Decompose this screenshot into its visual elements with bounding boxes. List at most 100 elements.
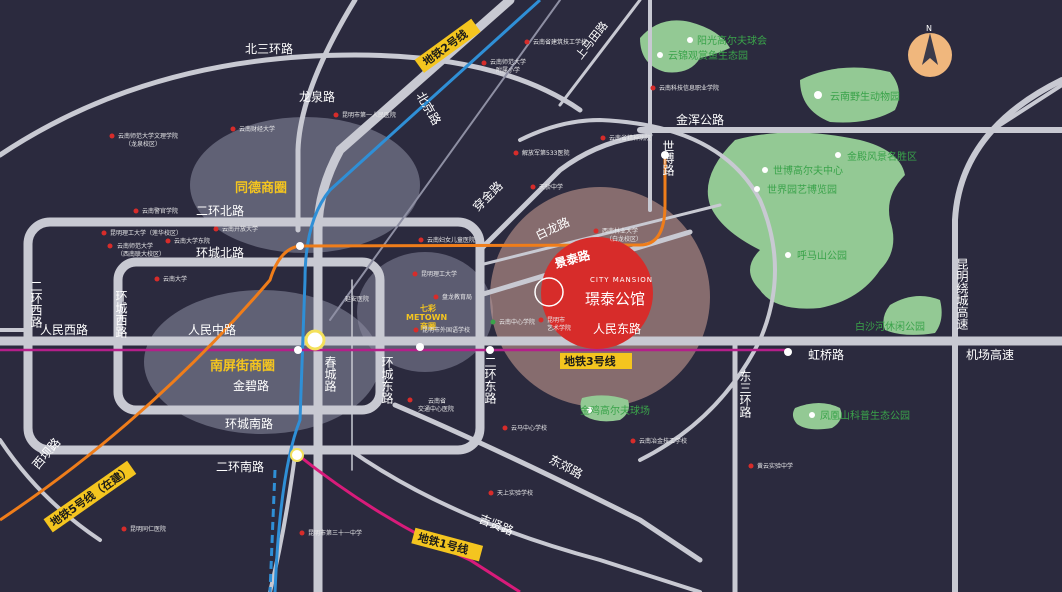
svg-text:云南警官学院: 云南警官学院 <box>142 207 178 215</box>
svg-text:云南师范大学: 云南师范大学 <box>117 242 153 250</box>
poi: 云南财经大学 <box>230 125 275 133</box>
poi: 云南中心学院 <box>490 318 535 326</box>
green-area-baishahe <box>883 296 942 335</box>
label-tong-de: 同德商圈 <box>235 180 287 196</box>
station-line5-east <box>661 151 669 159</box>
svg-text:昆明理工大学（莲华校区）: 昆明理工大学（莲华校区） <box>110 229 182 237</box>
poi: 昆明市第一人民医院 <box>333 111 396 119</box>
label-er-huan-nan: 二环南路 <box>216 459 264 474</box>
road-bai-long <box>478 203 722 267</box>
label-huan-cheng-dong: 环城东路 <box>380 356 394 405</box>
poi: 云南师范大学（西南联大校区） <box>107 242 165 258</box>
poi: 天骄中学 <box>530 183 563 191</box>
poi: 云马中心学校 <box>502 424 547 432</box>
label-metown-b: METOWN <box>406 313 447 322</box>
svg-text:云南师范大学文理学院: 云南师范大学文理学院 <box>118 132 178 140</box>
stations <box>290 151 792 462</box>
label-ren-min-xi: 人民西路 <box>40 322 88 337</box>
label-ren-min-dong: 人民东路 <box>593 321 641 336</box>
svg-text:云马中心学校: 云马中心学校 <box>511 424 547 432</box>
poi: 云南大学东院 <box>165 237 210 245</box>
metro-line-2 <box>273 0 542 592</box>
road-dong-jiao <box>392 402 703 563</box>
label-nan-ping: 南屏街商圈 <box>210 358 275 374</box>
poi: 云南开放大学 <box>213 225 258 233</box>
poi: 昆明同仁医院 <box>121 525 166 533</box>
label-huan-cheng-nan: 环城南路 <box>225 416 273 431</box>
road-xi-ba <box>0 438 102 542</box>
svg-text:天上实验学校: 天上实验学校 <box>497 489 533 497</box>
label-ji-chang-gao-su: 机场高速 <box>966 347 1014 362</box>
label-ren-min-zhong: 人民中路 <box>188 322 236 337</box>
label-long-quan: 龙泉路 <box>299 89 335 104</box>
poi: 云南大学 <box>154 275 187 283</box>
label-huan-cheng-xi: 环城西路 <box>114 290 128 339</box>
station-er-huan-nan <box>290 448 304 462</box>
poi: 昆明市外国语学校 <box>413 326 470 334</box>
green-area-golf <box>640 20 730 73</box>
station-line5-west <box>296 242 304 250</box>
road-huan-cheng <box>113 257 385 415</box>
svg-text:昆明理工大学: 昆明理工大学 <box>421 270 457 278</box>
label-er-huan-bei: 二环北路 <box>196 203 244 218</box>
green-area-jindian <box>707 132 905 309</box>
poi: 云南省建筑技工学校 <box>524 38 587 46</box>
station-line3-east <box>784 348 792 356</box>
label-fenghuangshan: 凤凰山科普生态公园 <box>820 409 910 422</box>
station-line3-center <box>294 346 302 354</box>
svg-text:云南省精神病院: 云南省精神病院 <box>609 134 651 142</box>
road-bei-jing <box>313 0 515 592</box>
station-line3-b <box>486 346 494 354</box>
label-er-huan-dong: 二环东路 <box>483 356 497 405</box>
road-er-huan <box>23 217 485 455</box>
poi: 黄云实验中学 <box>748 462 793 470</box>
label-rao-cheng: 昆明绕城高速 <box>955 258 969 330</box>
svg-text:云南大学: 云南大学 <box>163 275 187 283</box>
label-humashan: 呼马山公园 <box>797 250 847 262</box>
label-metro-line-3: 地铁3号线 <box>564 354 616 368</box>
road-shang-ma-tian <box>558 0 642 107</box>
svg-text:昆明市第三十一中学: 昆明市第三十一中学 <box>308 529 362 537</box>
svg-text:云南大学东院: 云南大学东院 <box>174 237 210 245</box>
svg-text:（龙泉校区）: （龙泉校区） <box>125 140 161 148</box>
label-jinji-golf: 金鸡高尔夫球场 <box>580 404 650 417</box>
poi: 解放军第533医院 <box>513 149 569 157</box>
svg-text:黄云实验中学: 黄云实验中学 <box>757 462 793 470</box>
label-jin-bi: 金碧路 <box>233 378 269 393</box>
label-metown-a: 七彩 <box>420 303 436 313</box>
svg-text:云南科技信息职业学院: 云南科技信息职业学院 <box>659 84 719 92</box>
road-chuan-jin <box>477 132 653 253</box>
svg-text:云南中心学院: 云南中心学院 <box>499 318 535 326</box>
label-shibo-golf: 世博高尔夫中心 <box>773 164 843 177</box>
svg-text:云南妇女儿童医院: 云南妇女儿童医院 <box>427 236 475 244</box>
project-name-en: CITY MANSION <box>590 276 653 284</box>
poi: 云南省精神病院 <box>600 134 651 142</box>
poi: 昆明理工大学（莲华校区） <box>101 229 182 237</box>
poi: 盘龙教育局 <box>433 293 472 301</box>
label-metown-c: 商圈 <box>420 321 436 331</box>
svg-text:（白龙校区）: （白龙校区） <box>606 235 642 243</box>
road-er-huan-nan-ext <box>268 453 297 592</box>
poi: 云南师范大学文理学院（龙泉校区） <box>109 132 178 148</box>
poi: 云南科技信息职业学院 <box>650 84 719 92</box>
label-huan-cheng-bei: 环城北路 <box>196 245 244 260</box>
metro-line-5 <box>0 155 667 522</box>
svg-text:昆明市外国语学校: 昆明市外国语学校 <box>422 326 470 334</box>
label-metro-line-5: 地铁5号线（在建） <box>47 463 133 529</box>
poi: 云南妇女儿童医院 <box>418 236 475 244</box>
label-yangguang-golf: 阳光高尔夫球会 <box>697 34 767 47</box>
svg-text:延安医院: 延安医院 <box>345 295 369 303</box>
green-areas <box>580 20 942 430</box>
road-thin-diagonal <box>329 0 561 321</box>
svg-text:昆明市第一人民医院: 昆明市第一人民医院 <box>342 111 396 119</box>
label-hong-qiao: 虹桥路 <box>808 347 844 362</box>
road-rao-cheng <box>952 77 1062 592</box>
label-baishahe: 白沙河休闲公园 <box>855 320 925 333</box>
svg-text:云南开放大学: 云南开放大学 <box>222 225 258 233</box>
